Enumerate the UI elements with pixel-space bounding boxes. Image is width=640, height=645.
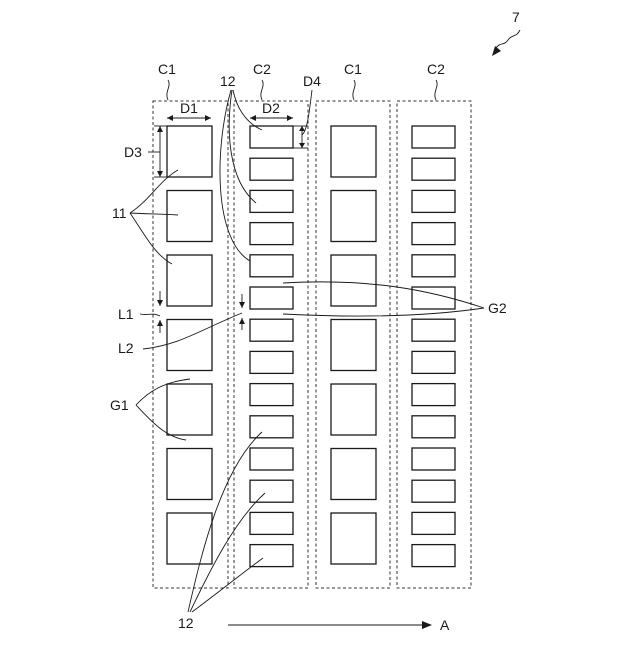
cell-group	[167, 126, 455, 567]
large-cell-col3-1	[331, 126, 376, 177]
column-label-2: C2	[253, 61, 271, 77]
column-label-1-leader	[167, 80, 169, 100]
large-cell-col3-4	[331, 320, 376, 371]
large-cell-col3-3	[331, 255, 376, 306]
l2-arrowhead-bottom	[239, 318, 245, 324]
d1-label: D1	[180, 100, 198, 116]
large-cell-col1-1	[167, 126, 212, 177]
l1-arrowhead-bottom	[157, 320, 163, 326]
column-label-3-leader	[353, 80, 355, 100]
large-cell-col1-2	[167, 191, 212, 242]
small-cell-col4-11	[412, 448, 455, 470]
small-cell-col4-9	[412, 384, 455, 406]
small-cell-col2-11	[250, 448, 293, 470]
ref-12-bottom-label: 12	[178, 615, 194, 631]
small-cell-col4-7	[412, 319, 455, 341]
small-cell-col2-4	[250, 223, 293, 245]
small-cell-col4-14	[412, 545, 455, 567]
small-cell-col4-12	[412, 480, 455, 502]
small-cell-col2-3	[250, 190, 293, 212]
small-cell-col4-3	[412, 190, 455, 212]
ref-11-leader-3	[130, 213, 172, 264]
direction-label: A	[440, 617, 450, 633]
small-cell-col2-5	[250, 255, 293, 277]
ref-12-top-label: 12	[220, 73, 236, 89]
large-cell-col1-7	[167, 513, 212, 564]
l1-arrowhead-top	[157, 300, 163, 306]
small-cell-col4-1	[412, 126, 455, 148]
small-cell-col4-2	[412, 158, 455, 180]
small-cell-col4-8	[412, 351, 455, 373]
large-cell-col3-2	[331, 191, 376, 242]
column-label-3: C1	[344, 61, 362, 77]
d2-label: D2	[262, 100, 280, 116]
small-cell-col2-9	[250, 384, 293, 406]
large-cell-col1-5	[167, 384, 212, 435]
ref-11-label: 11	[112, 205, 127, 221]
large-cell-col1-6	[167, 449, 212, 500]
g1-label: G1	[110, 397, 129, 413]
small-cell-col2-10	[250, 416, 293, 438]
column-label-4: C2	[427, 61, 445, 77]
d3-label: D3	[124, 144, 142, 160]
ref-12-top-leader-3	[220, 90, 250, 261]
small-cell-col2-1	[250, 126, 293, 148]
column-label-4-leader	[435, 80, 437, 100]
large-cell-col1-3	[167, 255, 212, 306]
large-cell-col3-6	[331, 449, 376, 500]
figure-number-arrowhead	[492, 46, 501, 56]
l1-label: L1	[118, 306, 134, 322]
l1-leader	[140, 314, 160, 316]
column-label-2-leader	[261, 80, 263, 100]
small-cell-col2-12	[250, 480, 293, 502]
small-cell-col4-4	[412, 223, 455, 245]
small-cell-col2-7	[250, 319, 293, 341]
small-cell-col4-13	[412, 512, 455, 534]
ref-12-top-leader-1	[233, 90, 262, 130]
figure-number: 7	[512, 9, 520, 25]
small-cell-col4-10	[412, 416, 455, 438]
large-cell-col3-5	[331, 384, 376, 435]
d4-label: D4	[303, 73, 321, 89]
direction-arrowhead	[422, 621, 432, 629]
small-cell-col2-6	[250, 287, 293, 309]
g2-label: G2	[488, 300, 507, 316]
small-cell-col4-5	[412, 255, 455, 277]
small-cell-col2-8	[250, 351, 293, 373]
large-cell-col1-4	[167, 320, 212, 371]
l2-label: L2	[118, 340, 134, 356]
column-label-1: C1	[158, 61, 176, 77]
figure-number-leader	[496, 30, 520, 48]
small-cell-col2-13	[250, 512, 293, 534]
l2-arrowhead-top	[239, 302, 245, 308]
small-cell-col2-2	[250, 158, 293, 180]
large-cell-col3-7	[331, 513, 376, 564]
d4-leader	[302, 90, 312, 135]
